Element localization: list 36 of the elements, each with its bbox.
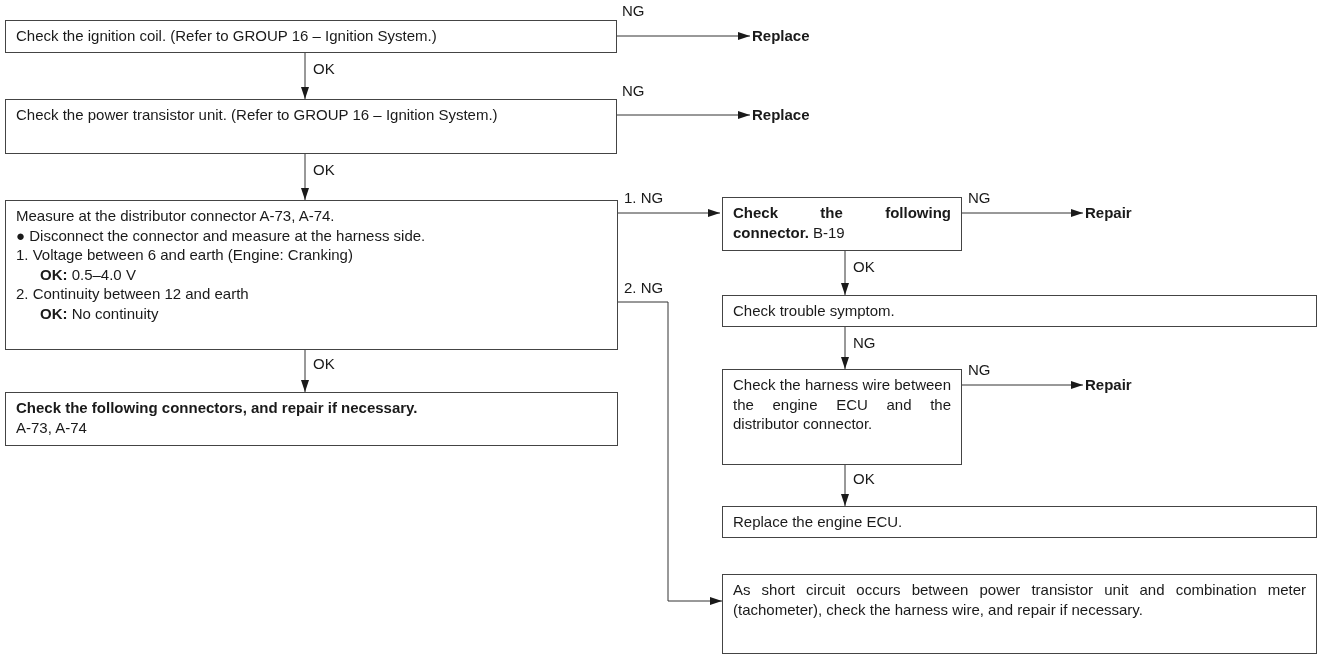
- step-box: [5, 99, 617, 154]
- step-box: [722, 574, 1317, 654]
- step-text: A-73, A-74: [16, 417, 88, 437]
- step-box: [722, 295, 1317, 327]
- step-text: ● Disconnect the connector and measure at the harness side.: [16, 225, 427, 245]
- step-box: [722, 506, 1317, 538]
- arrow: [301, 153, 309, 201]
- step-text: Check the following connector. B-19: [733, 203, 951, 242]
- arrow: [841, 326, 849, 370]
- step-box: [5, 392, 618, 446]
- step-box: [722, 197, 962, 251]
- arrow: [841, 464, 849, 507]
- arrow: [961, 209, 1084, 217]
- step-text: As short circuit occurs between power transistor unit and combination meter (tachometer), check the harness wire, and repair if necessary.: [733, 580, 1306, 619]
- step-text: 1. Voltage between 6 and earth (Engine: Cranking): [16, 245, 354, 265]
- arrow: [301, 349, 309, 393]
- step-box: [5, 200, 618, 350]
- arrow: [617, 301, 723, 605]
- step-box: [722, 369, 962, 465]
- arrow: [616, 32, 751, 40]
- step-text: Check the power transistor unit. (Refer to GROUP 16 – Ignition System.): [16, 105, 499, 125]
- step-text: OK: No continuity: [39, 303, 160, 323]
- step-text: Measure at the distributor connector A-73, A-74.: [16, 206, 336, 226]
- step-text: Check the following connectors, and repair if necessary.: [16, 398, 419, 418]
- step-box: [5, 20, 617, 53]
- step-text: Check the harness wire between the engine ECU and the distributor connector.: [733, 375, 951, 434]
- arrow: [617, 209, 721, 217]
- step-text: Check the ignition coil. (Refer to GROUP 16 – Ignition System.): [16, 26, 438, 46]
- step-text: Check trouble symptom.: [733, 301, 896, 321]
- step-text: 2. Continuity between 12 and earth: [16, 284, 250, 304]
- arrow: [616, 111, 751, 119]
- step-text: Replace the engine ECU.: [733, 512, 904, 532]
- arrow: [961, 381, 1084, 389]
- arrow: [301, 52, 309, 100]
- arrow: [841, 250, 849, 296]
- step-text: OK: 0.5–4.0 V: [39, 264, 137, 284]
